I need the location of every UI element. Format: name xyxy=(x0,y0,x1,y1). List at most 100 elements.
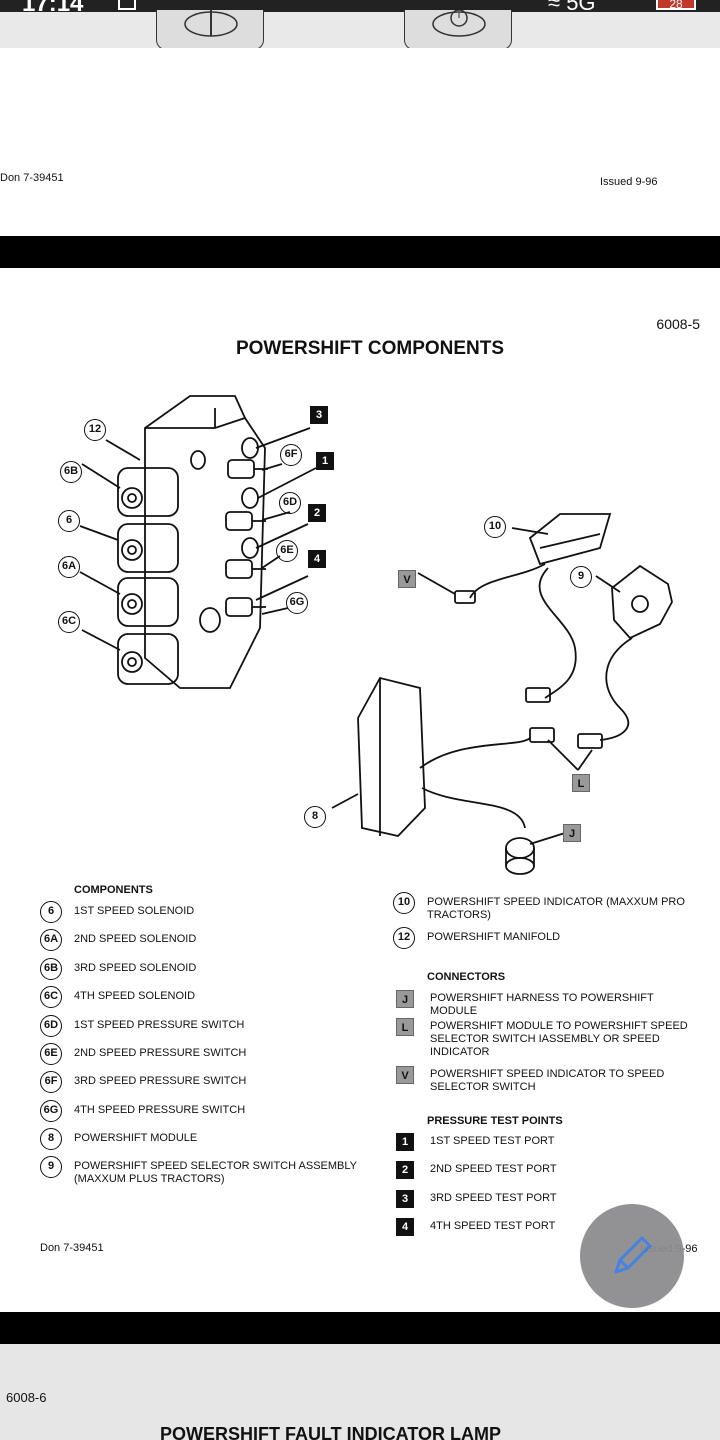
legend-code: 9 xyxy=(40,1156,62,1178)
legend-code: 8 xyxy=(40,1128,62,1150)
legend-label: 4TH SPEED TEST PORT xyxy=(430,1220,556,1232)
legend-label: 1ST SPEED PRESSURE SWITCH xyxy=(74,1019,245,1031)
legend-label: POWERSHIFT SPEED INDICATOR TO SPEED SELE… xyxy=(430,1068,665,1093)
legend-row: J POWERSHIFT HARNESS TO POWERSHIFT MODUL… xyxy=(396,988,696,1017)
stylus-icon xyxy=(184,10,238,37)
legend-code: 6B xyxy=(40,958,62,980)
legend-row: 1 1ST SPEED TEST PORT xyxy=(396,1131,696,1153)
legend-code: 4 xyxy=(396,1218,414,1236)
next-page-title: POWERSHIFT FAULT INDICATOR LAMP xyxy=(160,1424,501,1440)
powershift-module-body xyxy=(357,676,426,837)
legend-code: 6A xyxy=(40,929,62,951)
callout-j: J xyxy=(563,824,581,842)
viewer-toolbar xyxy=(0,10,720,50)
test-points-heading: PRESSURE TEST POINTS xyxy=(427,1115,563,1127)
legend-row: 6 1ST SPEED SOLENOID xyxy=(40,901,360,923)
callout-6: 6 xyxy=(58,510,80,532)
pencil-icon xyxy=(614,1236,652,1274)
image-notification-icon xyxy=(118,0,136,10)
solenoid-6c xyxy=(117,633,179,685)
legend-label: POWERSHIFT SPEED SELECTOR SWITCH ASSEMBL… xyxy=(74,1160,357,1185)
legend-row: 9 POWERSHIFT SPEED SELECTOR SWITCH ASSEM… xyxy=(40,1156,360,1185)
selector-switch-body xyxy=(611,564,673,640)
callout-8: 8 xyxy=(304,806,326,828)
legend-row: 6C 4TH SPEED SOLENOID xyxy=(40,986,360,1008)
legend-row: 6D 1ST SPEED PRESSURE SWITCH xyxy=(40,1015,360,1037)
legend-label: 3RD SPEED TEST PORT xyxy=(430,1192,557,1204)
callout-2: 2 xyxy=(308,504,326,522)
legend-code: 3 xyxy=(396,1190,414,1208)
toolbar-tab-left[interactable] xyxy=(156,10,264,50)
legend-label: 4TH SPEED PRESSURE SWITCH xyxy=(74,1104,246,1116)
callout-12: 12 xyxy=(84,419,106,441)
legend-code: 1 xyxy=(396,1133,414,1151)
legend-code: 6G xyxy=(40,1100,62,1122)
callout-l: L xyxy=(572,774,590,792)
solenoid-6b xyxy=(117,467,179,517)
legend-code: 6 xyxy=(40,901,62,923)
callout-6c: 6C xyxy=(58,611,80,633)
legend-code: L xyxy=(396,1018,414,1036)
prev-issued: Issued 9-96 xyxy=(600,176,658,188)
callout-1: 1 xyxy=(316,452,334,470)
legend-label: POWERSHIFT MODULE xyxy=(74,1132,198,1144)
callout-6g: 6G xyxy=(286,592,308,614)
status-bar: 17:14 ≈ 5G 28 xyxy=(0,0,720,17)
callout-10: 10 xyxy=(484,516,506,538)
legend-code: V xyxy=(396,1066,414,1084)
callout-6d: 6D xyxy=(279,492,301,514)
callout-6e: 6E xyxy=(276,540,298,562)
callout-4: 4 xyxy=(308,550,326,568)
legend-label: POWERSHIFT HARNESS TO POWERSHIFT MODULE xyxy=(430,992,654,1017)
legend-label: POWERSHIFT SPEED INDICATOR (MAXXUM PRO T… xyxy=(427,896,685,921)
prev-doc-code: Don 7-39451 xyxy=(0,172,64,184)
battery-icon: 28 xyxy=(656,0,696,10)
next-page-number: 6008-6 xyxy=(6,1390,47,1405)
legend-label: 3RD SPEED PRESSURE SWITCH xyxy=(74,1075,247,1087)
callout-6f: 6F xyxy=(280,444,302,466)
solenoid-6a xyxy=(117,577,179,627)
legend-row: V POWERSHIFT SPEED INDICATOR TO SPEED SE… xyxy=(396,1064,696,1093)
callout-6a: 6A xyxy=(58,556,80,578)
legend-row: 2 2ND SPEED TEST PORT xyxy=(396,1159,696,1181)
edit-button[interactable] xyxy=(580,1204,684,1308)
page-title: POWERSHIFT COMPONENTS xyxy=(235,338,505,359)
clock-icon xyxy=(432,10,486,37)
toolbar-tab-right[interactable] xyxy=(404,10,512,50)
callout-v: V xyxy=(398,570,416,588)
legend-label: POWERSHIFT MANIFOLD xyxy=(427,931,561,943)
legend-row: 6A 2ND SPEED SOLENOID xyxy=(40,929,360,951)
callout-6b: 6B xyxy=(60,461,82,483)
previous-page: Don 7-39451 Issued 9-96 xyxy=(0,48,720,236)
connectors-heading: CONNECTORS xyxy=(427,971,506,983)
legend-code: 6D xyxy=(40,1015,62,1037)
legend-row: 6B 3RD SPEED SOLENOID xyxy=(40,958,360,980)
legend-row: 3 3RD SPEED TEST PORT xyxy=(396,1188,696,1210)
legend-label: 1ST SPEED TEST PORT xyxy=(430,1135,555,1147)
legend-row: 6F 3RD SPEED PRESSURE SWITCH xyxy=(40,1071,360,1093)
network-type: 5G xyxy=(566,0,596,15)
legend-row: 6E 2ND SPEED PRESSURE SWITCH xyxy=(40,1043,360,1065)
document-page: 6008-5 POWERSHIFT COMPONENTS xyxy=(0,268,720,1312)
legend-label: 2ND SPEED PRESSURE SWITCH xyxy=(74,1047,247,1059)
legend-label: 2ND SPEED TEST PORT xyxy=(430,1163,557,1175)
legend-row: 10 POWERSHIFT SPEED INDICATOR (MAXXUM PR… xyxy=(393,892,693,921)
legend-label: 3RD SPEED SOLENOID xyxy=(74,962,197,974)
legend-row: L POWERSHIFT MODULE TO POWERSHIFT SPEED … xyxy=(396,1016,696,1058)
legend-code: 10 xyxy=(393,892,415,914)
network-indicator: ≈ 5G xyxy=(548,0,596,16)
legend-label: POWERSHIFT MODULE TO POWERSHIFT SPEED SE… xyxy=(430,1020,688,1058)
powershift-diagram xyxy=(79,395,673,875)
legend-label: 4TH SPEED SOLENOID xyxy=(74,990,196,1002)
legend-label: 2ND SPEED SOLENOID xyxy=(74,933,197,945)
next-page: 6008-6 POWERSHIFT FAULT INDICATOR LAMP xyxy=(0,1344,720,1440)
legend-row: 12 POWERSHIFT MANIFOLD xyxy=(393,927,693,949)
legend-code: 6E xyxy=(40,1043,62,1065)
speed-indicator-body xyxy=(528,513,612,566)
manifold-body xyxy=(144,395,266,689)
components-heading: COMPONENTS xyxy=(74,884,153,896)
legend-code: 2 xyxy=(396,1161,414,1179)
legend-code: 6F xyxy=(40,1071,62,1093)
footer-doc-code: Don 7-39451 xyxy=(40,1242,104,1254)
callout-3: 3 xyxy=(310,406,328,424)
